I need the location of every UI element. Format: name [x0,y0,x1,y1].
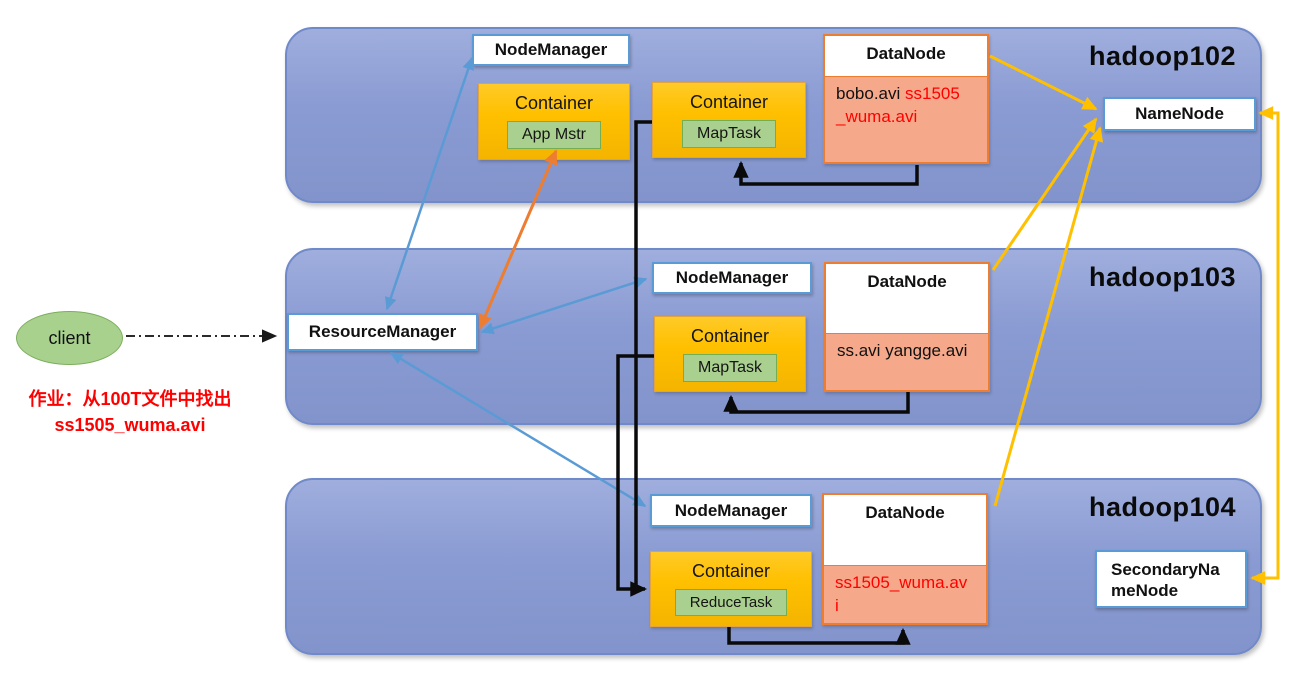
reducetask-container-hadoop104: Container ReduceTask [650,551,812,627]
job-note-line1: 作业：从100T文件中找出 [28,389,232,409]
app-container-hadoop102: Container App Mstr [478,83,630,160]
datanode-hadoop104: DataNode ss1505_wuma.avi [822,493,988,625]
maptask-hadoop103-box: MapTask [682,354,778,382]
app-mstr-box: App Mstr [506,121,601,149]
resource-manager: ResourceManager [287,313,478,351]
node-manager-hadoop102-label: NodeManager [494,40,608,59]
secondary-namenode-label: SecondaryNameNode [1111,560,1220,600]
job-note: 作业：从100T文件中找出 ss1505_wuma.avi [8,386,252,438]
file-ss-avi: ss.avi [837,341,881,360]
client-label: client [48,327,91,348]
maptask-container-hadoop103: Container MapTask [654,316,806,392]
reducetask-container-hadoop104-label: Container [691,561,771,581]
job-note-line2: ss1505_wuma.avi [54,415,206,435]
host-title-hadoop104: hadoop104 [1088,492,1236,522]
node-manager-hadoop103: NodeManager [652,262,812,294]
file-yangge-avi: yangge.avi [885,341,968,360]
file-bobo-avi: bobo.avi [836,84,901,103]
datanode-hadoop103-files: ss.avi yangge.avi [826,333,988,390]
datanode-hadoop103-title: DataNode [867,272,947,291]
file-ss1505-wuma-avi-104: ss1505_wuma.avi [835,573,968,615]
host-title-hadoop103: hadoop103 [1088,262,1236,292]
namenode: NameNode [1103,97,1256,131]
node-manager-hadoop104-label: NodeManager [674,500,788,520]
node-manager-hadoop102: NodeManager [472,34,630,66]
host-title-hadoop102: hadoop102 [1088,41,1236,71]
secondary-namenode: SecondaryNameNode [1095,550,1247,608]
maptask-container-hadoop103-label: Container [690,326,770,346]
app-mstr-label: App Mstr [521,126,586,143]
node-manager-hadoop104: NodeManager [650,494,812,527]
datanode-hadoop103: DataNode ss.avi yangge.avi [824,262,990,392]
maptask-hadoop102-label: MapTask [696,125,762,142]
reducetask-hadoop104-box: ReduceTask [674,589,788,616]
maptask-container-hadoop102: Container MapTask [652,82,806,158]
maptask-container-hadoop102-label: Container [689,92,769,112]
maptask-hadoop103-label: MapTask [697,359,763,376]
app-container-hadoop102-label: Container [514,93,594,113]
resource-manager-label: ResourceManager [308,322,457,341]
datanode-hadoop104-title: DataNode [865,503,945,522]
datanode-hadoop102-title: DataNode [866,44,946,63]
file-ss1505-wuma-avi-102: ss1505_wuma.avi [836,84,960,126]
node-manager-hadoop103-label: NodeManager [675,268,789,287]
client-node: client [16,311,123,365]
datanode-hadoop102-files: bobo.avi ss1505_wuma.avi [825,76,987,162]
reducetask-hadoop104-label: ReduceTask [689,594,773,611]
datanode-hadoop104-files: ss1505_wuma.avi [824,565,986,623]
namenode-label: NameNode [1135,104,1224,123]
datanode-hadoop102: DataNode bobo.avi ss1505_wuma.avi [823,34,989,164]
maptask-hadoop102-box: MapTask [681,120,777,148]
